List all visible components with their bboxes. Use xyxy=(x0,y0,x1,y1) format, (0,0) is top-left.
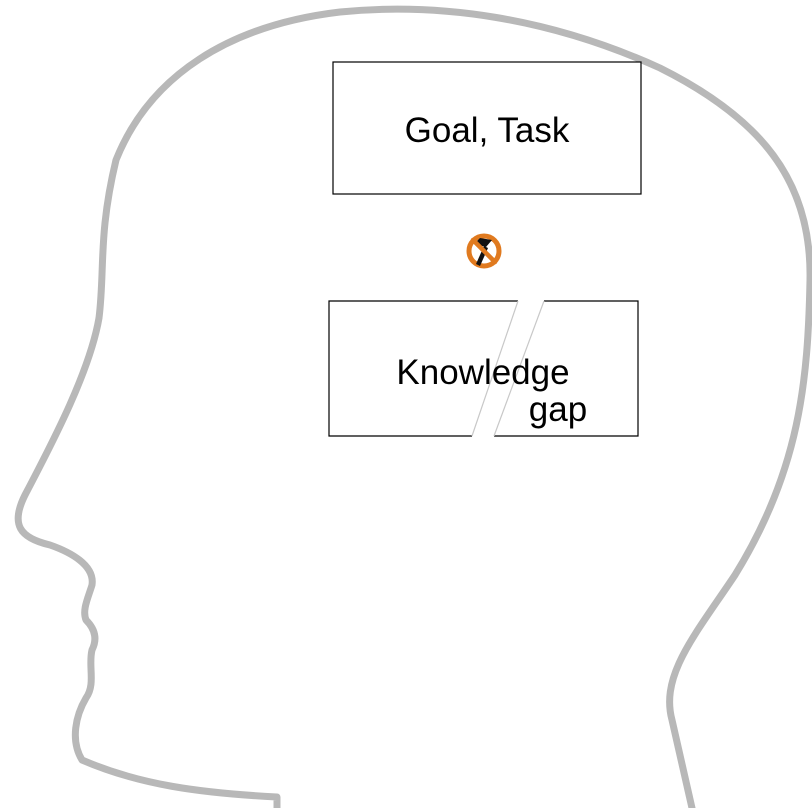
head-outline xyxy=(14,5,812,808)
goal-task-box: Goal, Task xyxy=(332,61,642,195)
no-tool-icon xyxy=(466,233,502,269)
knowledge-gap-box: Knowledge gap xyxy=(328,300,639,437)
knowledge-label: Knowledge xyxy=(396,353,569,392)
gap-line-left xyxy=(471,300,519,437)
gap-label: gap xyxy=(529,390,587,429)
gap-line-right xyxy=(493,300,545,437)
goal-task-label: Goal, Task xyxy=(405,111,570,150)
